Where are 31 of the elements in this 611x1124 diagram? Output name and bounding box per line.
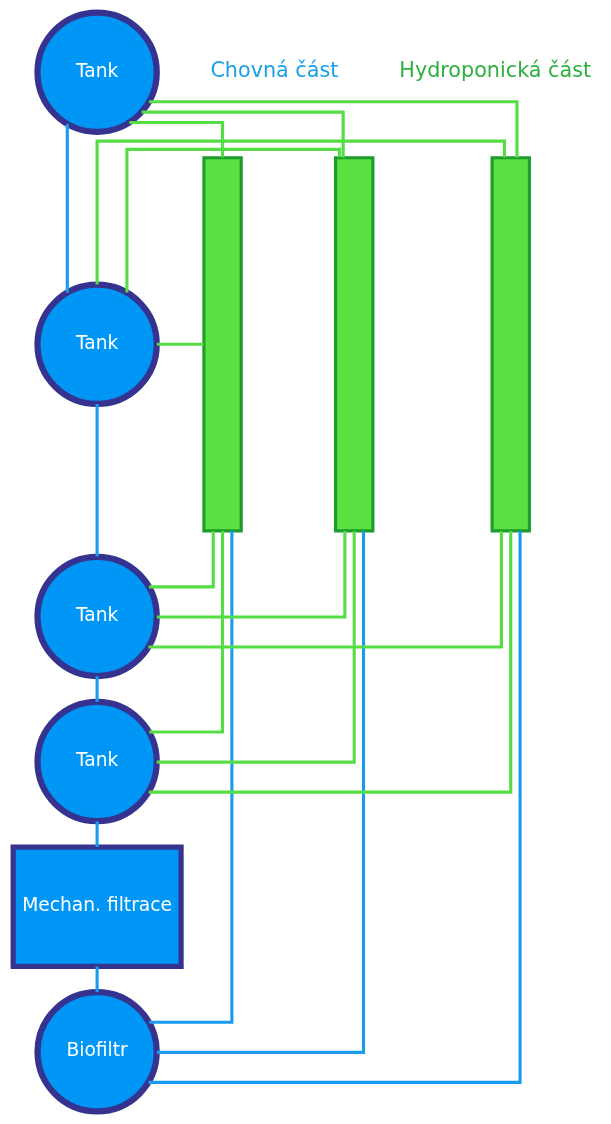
- node-circle: Tank: [33, 9, 160, 135]
- connector: [148, 531, 224, 734]
- node-circle: Tank: [33, 553, 160, 680]
- node-circle: Biofiltr: [33, 989, 160, 1115]
- node-box: Mechan. filtrace: [10, 844, 184, 969]
- connector: [95, 821, 99, 847]
- node-circle: Tank: [33, 698, 160, 825]
- connector: [156, 531, 365, 1054]
- connector: [128, 120, 224, 158]
- node-bar: [201, 156, 243, 533]
- connector: [124, 147, 341, 293]
- connector: [148, 530, 233, 1024]
- connector: [95, 404, 99, 557]
- connector: [95, 966, 99, 993]
- connector: [95, 676, 99, 702]
- connector: [148, 531, 522, 1084]
- connector: [141, 110, 345, 158]
- node-bar: [333, 156, 374, 533]
- node-bar: [490, 156, 531, 533]
- label: Chovná část: [209, 58, 338, 83]
- connector: [156, 531, 346, 619]
- connector: [156, 531, 356, 764]
- connector: [95, 139, 506, 285]
- connector: [148, 531, 512, 794]
- connector: [147, 531, 503, 649]
- label: Hydroponická část: [398, 58, 591, 83]
- node-circle: Tank: [33, 281, 160, 408]
- connector: [148, 100, 518, 158]
- connector: [156, 342, 204, 346]
- connector: [65, 124, 69, 293]
- connector: [148, 530, 215, 589]
